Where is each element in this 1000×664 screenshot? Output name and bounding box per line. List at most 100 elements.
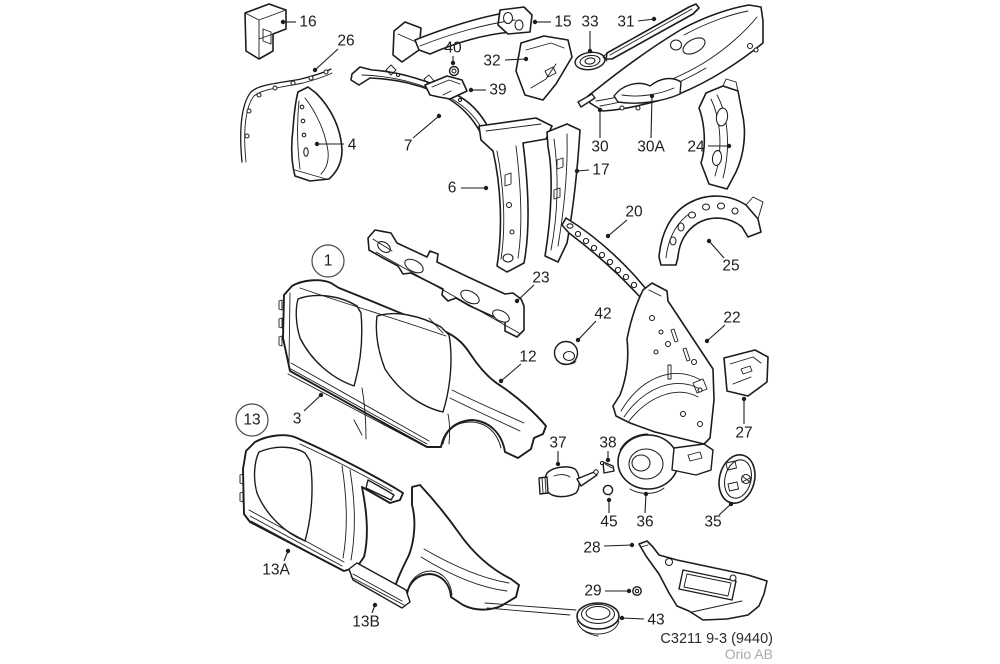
leader-dot [643,491,649,497]
rear-window-opening [375,313,452,413]
callout-28: 28 [583,540,635,557]
callout-number: 42 [594,306,611,323]
callout-number: 12 [519,349,536,366]
leader-line [718,503,732,516]
leader-dot [728,501,734,507]
part-28-bracket-panel [638,540,768,621]
callout-number: 28 [583,540,600,557]
callout-36: 36 [636,491,654,531]
callout-number: 17 [592,162,609,179]
leader-line [303,394,322,412]
callout-23: 23 [514,270,550,304]
callout-32: 32 [483,53,529,70]
leader-dot [468,87,474,93]
leader-dot [555,461,561,467]
leader-line [650,95,653,139]
leader-line [504,58,527,61]
leader-dot [532,19,538,25]
front-window-opening [295,294,363,387]
callout-45: 45 [600,497,618,531]
leader-line [706,324,726,342]
leader-line [621,617,645,620]
callout-number: 35 [704,514,721,531]
leader-dot [726,143,732,149]
callout-number: 3 [293,411,302,428]
callout-number: 31 [617,14,634,31]
callout-39: 39 [468,82,507,99]
leader-dot [706,238,712,244]
callout-7: 7 [404,113,442,155]
leader-dot [312,67,318,73]
callout-31: 31 [617,14,657,31]
part-38-screw [599,460,615,474]
callout-ring [311,244,345,278]
leader-line [607,219,628,237]
callout-number: 36 [636,514,653,531]
leader-dot [704,338,710,344]
publisher-name: Orio AB [725,646,773,662]
callout-number: 13 [243,412,260,429]
callout-number: 43 [647,612,664,629]
callout-15: 15 [532,14,572,31]
leader-line [577,320,597,341]
callout-6: 6 [448,180,489,197]
callout-43: 43 [619,612,665,629]
callout-number: 13B [352,614,380,631]
callout-number: 15 [554,14,571,31]
leader-line [603,544,633,547]
part-35-fuel-filler-door [718,454,756,504]
leader-dot [626,588,632,594]
part-17-b-pillar-reinforcement [544,123,581,263]
leader-dot [372,602,378,608]
leader-dot [619,615,625,621]
callout-number: 4 [348,137,357,154]
callout-number: 26 [337,33,354,50]
part-43-cap [576,602,620,637]
leader-dot [741,396,747,402]
part-13a-body-side-front [239,434,404,572]
callout-4: 4 [314,137,357,154]
leader-line [500,363,522,382]
callout-13B: 13B [352,602,380,631]
leader-dot [605,457,611,463]
part-1-body-side-assembly [278,279,547,459]
leader-line [708,240,725,259]
part-16-bracket [244,3,287,60]
callout-number: 38 [599,435,616,452]
part-40-grommet [448,65,460,77]
leader-dot [285,548,291,554]
callout-number: 30 [591,139,609,156]
callout-number: 20 [625,204,643,221]
callout-number: 13A [262,562,290,579]
callout-24: 24 [687,139,732,156]
part-20-perforated-rail [561,217,648,298]
callout-number: 30A [637,139,665,156]
part-25-wheel-arch-segment [658,195,764,266]
callout-number: 29 [584,583,601,600]
callout-22: 22 [704,310,741,344]
callout-33: 33 [581,14,599,54]
part-32-pillar-reinforcement [515,35,573,101]
callout-42: 42 [575,306,612,343]
leader-line [314,48,339,71]
callout-3: 3 [293,392,324,428]
leader-dot [318,392,324,398]
callout-1: 1 [311,244,345,278]
callout-number: 32 [483,53,500,70]
part-22-wheelhouse-inner [612,282,715,445]
callout-25: 25 [706,238,740,275]
part-30a-reinforcement [613,77,682,104]
leader-dot [280,19,286,25]
leader-dot [575,337,581,343]
callout-29: 29 [584,583,632,600]
callout-number: 1 [324,253,333,270]
leader-line [412,115,440,139]
part-36-fuel-filler-housing [617,433,714,494]
leader-dot [629,542,635,548]
callout-number: 33 [581,14,598,31]
part-42-grommet [553,340,579,366]
part-24-c-pillar-reinforcement [698,78,746,190]
leader-line [637,18,655,22]
